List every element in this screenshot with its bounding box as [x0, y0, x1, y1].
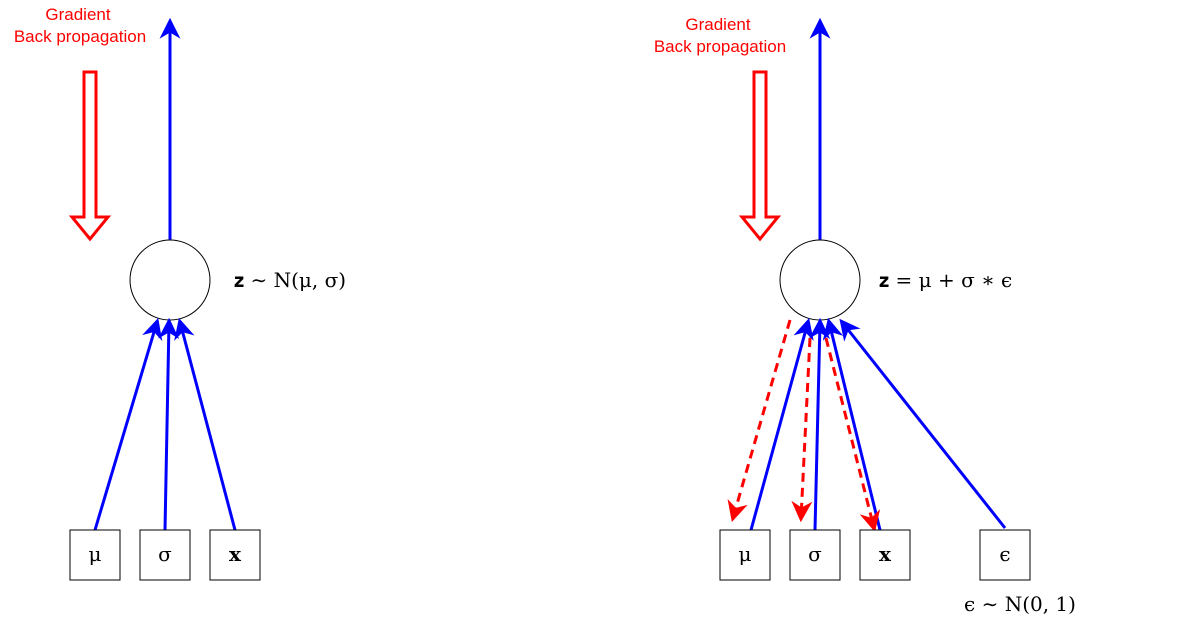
right-gradient-edge-x: [824, 337, 881, 533]
right-edge-mu: [749, 317, 814, 531]
left-edge-x: [174, 317, 237, 531]
right-gradient-label-line1: Gradient: [685, 15, 750, 34]
right-z-node: [779, 239, 861, 321]
right-input-label-x: 𝐱: [879, 542, 892, 566]
left-input-label-sigma: σ: [158, 542, 172, 566]
right-input-label-sigma: σ: [808, 542, 822, 566]
right-input-box-x: [859, 529, 911, 581]
left-input-box-mu: [69, 529, 121, 581]
right-gradient-label-line2: Back propagation: [654, 37, 786, 56]
right-gradient-edge-sigma: [791, 337, 813, 523]
left-input-box-sigma: [139, 529, 191, 581]
left-input-box-x: [209, 529, 261, 581]
right-input-label-epsilon: ϵ: [999, 542, 1010, 566]
right-input-label-mu: μ: [739, 542, 752, 566]
right-edge-sigma: [809, 317, 831, 531]
right-node-equation: 𝐳 = μ + σ ∗ ϵ: [879, 268, 1012, 292]
left-edge-sigma: [158, 317, 180, 531]
left-gradient-label-line1: Gradient: [45, 5, 110, 24]
right-input-box-epsilon: [979, 529, 1031, 581]
left-node-equation: 𝐳 ∼ N(μ, σ): [234, 268, 346, 292]
right-edge-x: [822, 317, 882, 531]
right-input-box-sigma: [789, 529, 841, 581]
right-gradient-hollow-arrow: [738, 70, 782, 242]
right-noise-label: ϵ ∼ N(0, 1): [964, 592, 1076, 616]
right-edge-epsilon: [839, 318, 1007, 529]
left-z-node: [129, 239, 211, 321]
right-gradient-edge-mu: [727, 319, 792, 523]
left-input-label-mu: μ: [89, 542, 102, 566]
left-edge-mu: [93, 317, 163, 531]
right-diagram: Gradient Back propagation 𝐳 = μ + σ ∗ ϵ …: [654, 15, 1076, 616]
left-input-label-x: 𝐱: [229, 542, 242, 566]
left-gradient-label-line2: Back propagation: [14, 27, 146, 46]
left-gradient-hollow-arrow: [68, 70, 112, 242]
right-input-box-mu: [719, 529, 771, 581]
left-diagram: Gradient Back propagation 𝐳 ∼ N(μ, σ) μ …: [14, 5, 346, 581]
